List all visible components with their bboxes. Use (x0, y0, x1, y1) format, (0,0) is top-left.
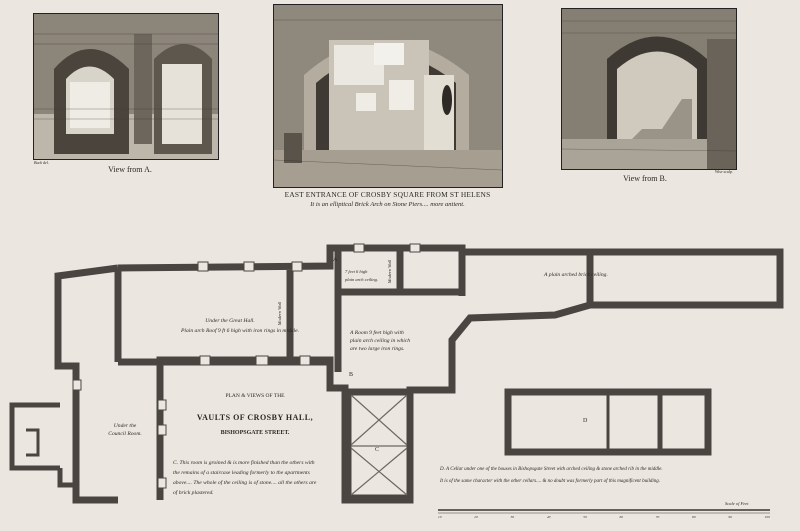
left-view-signature: Buck del. (34, 160, 49, 165)
brick-ceiling-label: A plain arched brick ceiling. (544, 272, 608, 278)
scale-tick: 60 (619, 515, 623, 519)
view-from-a-engraving (33, 13, 219, 160)
note-d-line1: D. A Cellar under one of the houses in B… (440, 467, 663, 472)
plain-arch-ceiling-label-2: plain arch ceiling. (345, 277, 378, 282)
scale-tick: 10 (438, 515, 442, 519)
plan-title-line1: PLAN & VIEWS OF THE (225, 393, 285, 399)
modern-wall-label-1: Modern Wall (277, 301, 283, 326)
label-c: C (375, 447, 380, 453)
scale-tick: 30 (510, 515, 515, 519)
label-d: D (583, 418, 588, 424)
wall-openings (72, 243, 421, 489)
east-entrance-drawing (274, 5, 502, 187)
east-entrance-engraving (273, 4, 503, 188)
scale-tick: 20 (474, 515, 478, 519)
scale-tick: 100 (764, 515, 770, 519)
plain-arch-ceiling-label-1: 7 feet 6 high (345, 269, 368, 274)
label-b: B (349, 372, 354, 378)
left-view-caption: View from A. (108, 165, 152, 174)
label-a: A (333, 257, 338, 263)
great-hall-label-1: Under the Great Hall. (205, 318, 255, 324)
note-d-line2: It is of the same character with the oth… (440, 479, 660, 484)
room-b-label-2: plain arch ceiling in which (350, 338, 411, 344)
note-c-line4: of brick plastered. (173, 490, 214, 496)
great-hall-label-2: Plain arch Roof 9 ft 6 high with iron ri… (181, 328, 299, 334)
scale-title: Scale of Feet (725, 501, 749, 506)
right-view-signature: Wise sculp. (715, 169, 733, 174)
scale-tick: 40 (546, 515, 551, 519)
council-room-label-2: Council Room. (108, 431, 142, 437)
groined-vault-lines (350, 394, 408, 496)
room-b-label-3: are two large iron rings. (350, 346, 405, 352)
scale-tick: 70 (655, 515, 660, 519)
scale-tick: 90 (728, 515, 732, 519)
plan-title-line2: VAULTS OF CROSBY HALL, (196, 413, 314, 422)
room-b-label-1: A Room 9 feet high with (350, 330, 404, 336)
scale-ticks: 10 20 30 40 50 60 70 80 90 100 (438, 515, 770, 519)
right-view-caption: View from B. (623, 174, 667, 183)
view-from-b-engraving (561, 8, 737, 170)
view-from-a-drawing (34, 14, 218, 159)
view-from-b-drawing (562, 9, 736, 169)
plan-title-line3: BISHOPSGATE STREET. (220, 430, 290, 436)
east-entrance-subtitle: It is an elliptical Brick Arch on Stone … (310, 201, 465, 208)
scale-bar (438, 509, 770, 514)
scale-tick: 80 (692, 515, 696, 519)
council-room-label-1: Under the (113, 423, 137, 429)
modern-wall-label-2: Modern Wall (387, 259, 393, 284)
note-c-line3: above.... The whole of the ceiling is of… (173, 480, 317, 486)
scale-tick: 50 (583, 515, 587, 519)
note-c-line1: C. This room is groined & is more finish… (173, 460, 315, 466)
note-c-line2: the remains of a staircase leading forme… (173, 470, 310, 476)
east-entrance-title: EAST ENTRANCE OF CROSBY SQUARE FROM ST H… (284, 190, 491, 199)
